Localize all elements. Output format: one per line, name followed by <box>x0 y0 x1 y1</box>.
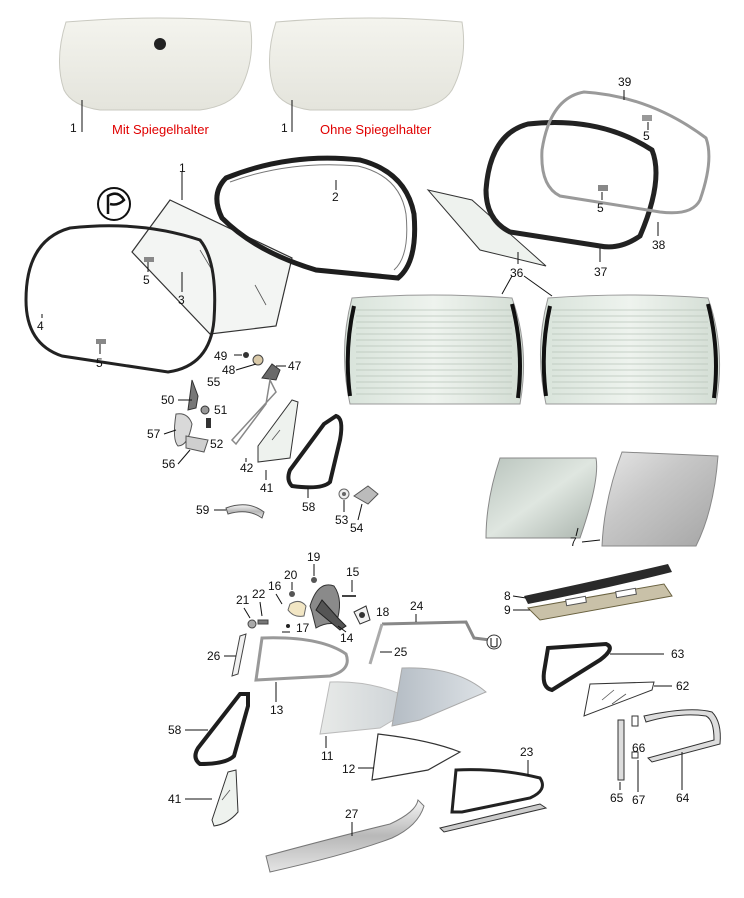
roof-trim-27 <box>265 798 425 873</box>
windshield-seal <box>24 224 217 374</box>
window-channel-8 <box>524 564 672 604</box>
callout-41b: 41 <box>168 792 182 806</box>
callout-1a: 1 <box>70 121 77 135</box>
callout-52: 52 <box>210 437 224 451</box>
callout-5c: 5 <box>643 129 650 143</box>
callout-21: 21 <box>236 593 250 607</box>
vent-glass-36 <box>426 189 547 267</box>
quarter-seal-23 <box>439 768 548 833</box>
windshield-with-mirror-holder <box>58 17 253 111</box>
vent-hardware <box>173 352 281 453</box>
callout-2: 2 <box>332 190 339 204</box>
callout-58a: 58 <box>302 500 316 514</box>
door-window-left <box>485 457 598 539</box>
callout-3: 3 <box>178 293 185 307</box>
callout-63: 63 <box>671 647 685 661</box>
mirror-holder-icon <box>154 38 166 50</box>
vent-seal-58b <box>193 692 250 767</box>
rod-24-25 <box>368 620 502 665</box>
callout-1b: 1 <box>281 121 288 135</box>
callout-41a: 41 <box>260 481 274 495</box>
callout-7: 7 <box>570 535 577 549</box>
callout-15: 15 <box>346 565 360 579</box>
callout-39: 39 <box>618 75 632 89</box>
callout-11: 11 <box>321 749 334 763</box>
callout-47: 47 <box>288 359 302 373</box>
quarter-frame-13 <box>254 636 349 682</box>
callout-26: 26 <box>207 649 221 663</box>
strip-26 <box>231 633 247 677</box>
callout-42: 42 <box>240 461 254 475</box>
callout-14: 14 <box>340 631 354 645</box>
callout-12: 12 <box>342 762 356 776</box>
callout-54: 54 <box>350 521 364 535</box>
callout-5a: 5 <box>143 273 150 287</box>
clip-5-mid <box>598 185 608 191</box>
callout-4: 4 <box>37 319 44 333</box>
door-window-right <box>601 451 719 547</box>
window-regulator-9 <box>526 583 673 621</box>
callout-66: 66 <box>632 741 646 755</box>
callout-67: 67 <box>632 793 646 807</box>
callout-8: 8 <box>504 589 511 603</box>
bolt-53-54 <box>338 485 379 505</box>
quarter-glass-12 <box>371 733 462 781</box>
rear-window-right <box>539 294 721 405</box>
callout-18: 18 <box>376 605 390 619</box>
vent-seal-58 <box>286 413 344 490</box>
callout-19: 19 <box>307 550 321 564</box>
trim-59 <box>225 504 265 519</box>
callout-17: 17 <box>296 621 310 635</box>
window-seal-2 <box>214 155 418 281</box>
clip-5-top <box>642 115 652 121</box>
callout-65: 65 <box>610 791 624 805</box>
clip-5-lower <box>96 339 106 344</box>
callout-49: 49 <box>214 349 228 363</box>
callout-24: 24 <box>410 599 424 613</box>
callout-38: 38 <box>652 238 666 252</box>
callout-59: 59 <box>196 503 210 517</box>
callout-50: 50 <box>161 393 175 407</box>
callout-9: 9 <box>504 603 511 617</box>
callout-36: 36 <box>510 266 524 280</box>
seal-profile-icon <box>97 187 131 221</box>
callout-27: 27 <box>345 807 359 821</box>
quarter-seal-63 <box>541 641 612 693</box>
callout-48: 48 <box>222 363 236 377</box>
callout-22: 22 <box>252 587 266 601</box>
quarter-window-latch <box>247 577 371 633</box>
clip-5-upper <box>144 257 154 262</box>
quarter-glass-11 <box>319 667 487 735</box>
callout-23: 23 <box>520 745 534 759</box>
callout-25: 25 <box>394 645 408 659</box>
callout-58b: 58 <box>168 723 182 737</box>
callout-16: 16 <box>268 579 282 593</box>
callout-55: 55 <box>207 375 221 389</box>
callout-20: 20 <box>284 568 298 582</box>
callout-62: 62 <box>676 679 690 693</box>
callout-1c: 1 <box>179 161 186 175</box>
rear-window-left <box>343 294 525 405</box>
rear-window-frame-38-39 <box>540 90 711 215</box>
callout-5b: 5 <box>96 356 103 370</box>
caption-without-mirror-holder: Ohne Spiegelhalter <box>320 122 432 137</box>
caption-with-mirror-holder: Mit Spiegelhalter <box>112 122 209 137</box>
strip-64-65 <box>617 709 721 781</box>
vent-glass-41 <box>257 399 299 463</box>
callout-56: 56 <box>162 457 176 471</box>
vent-glass-41b <box>211 769 239 827</box>
callout-51: 51 <box>214 403 228 417</box>
callout-64: 64 <box>676 791 690 805</box>
callout-5d: 5 <box>597 201 604 215</box>
callout-53: 53 <box>335 513 349 527</box>
rear-window-seal-37 <box>483 120 659 250</box>
callout-13: 13 <box>270 703 284 717</box>
quarter-glass-62 <box>583 681 655 717</box>
callout-37: 37 <box>594 265 608 279</box>
windshield-without-mirror-holder <box>268 17 465 111</box>
callout-57: 57 <box>147 427 161 441</box>
